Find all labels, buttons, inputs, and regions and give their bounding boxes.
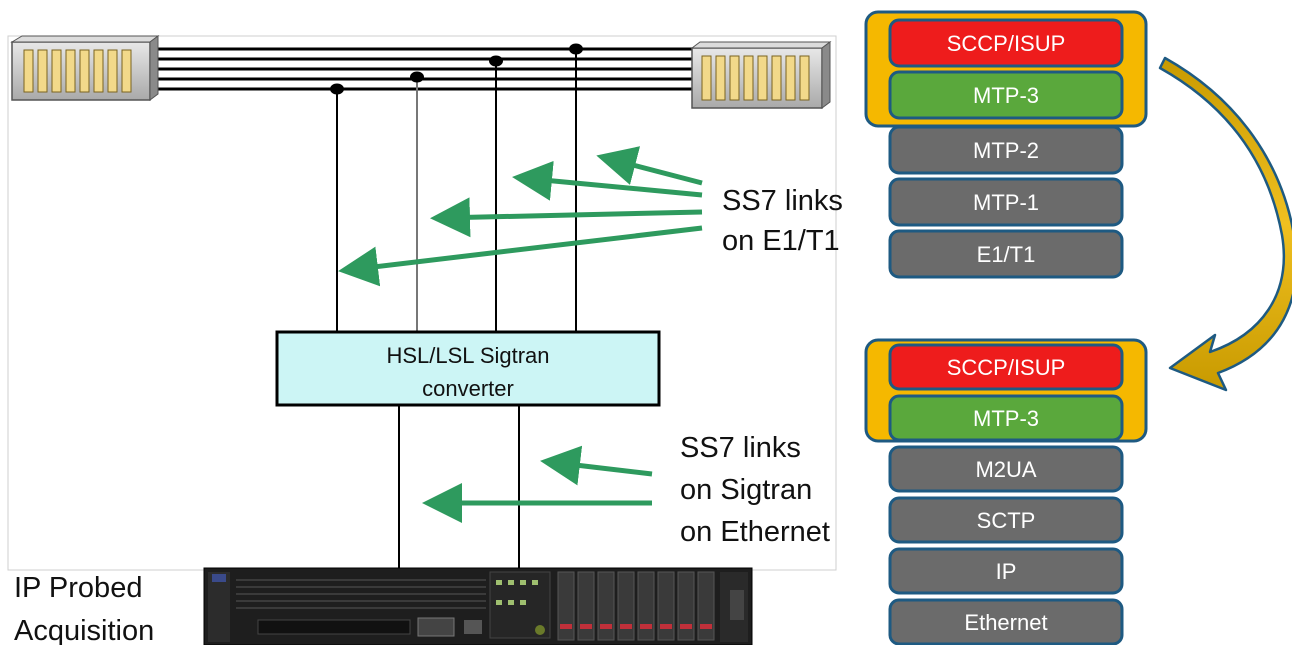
layer-label: M2UA xyxy=(975,457,1036,482)
label-ss7-sigtran: SS7 links on Sigtran on Ethernet xyxy=(680,432,830,548)
converter-line-1: HSL/LSL Sigtran xyxy=(386,343,549,368)
sigtran-converter: HSL/LSL Sigtran converter xyxy=(275,330,661,407)
layer-box xyxy=(888,445,1124,493)
layer-box xyxy=(888,229,1124,279)
layer-box xyxy=(888,496,1124,544)
layer-box xyxy=(888,125,1124,175)
drive-bays xyxy=(557,571,715,641)
layer-box xyxy=(888,343,1124,391)
layer-label: MTP-3 xyxy=(973,406,1039,431)
ss7-trunk-lines xyxy=(150,47,692,91)
migration-curved-arrow xyxy=(1158,56,1292,392)
layer-label: Ethernet xyxy=(964,610,1047,635)
svg-text:on E1/T1: on E1/T1 xyxy=(722,225,840,257)
protocol-stack-sigtran: SCCP/ISUP MTP-3 M2UA SCTP IP Ethernet xyxy=(864,338,1148,645)
svg-text:IP Probed: IP Probed xyxy=(14,572,142,604)
converter-line-2: converter xyxy=(422,376,514,401)
layer-box xyxy=(888,18,1124,68)
svg-text:on Ethernet: on Ethernet xyxy=(680,516,830,548)
diagram-frame xyxy=(7,35,837,571)
e1t1-pointer-arrows xyxy=(338,146,703,287)
tap-points xyxy=(330,43,583,95)
sigtran-pointer-arrows xyxy=(422,445,653,523)
layer-label: SCTP xyxy=(977,508,1036,533)
left-switch-icon xyxy=(10,35,160,101)
label-ip-probe: IP Probed Acquisition xyxy=(14,572,154,645)
layer-label: IP xyxy=(996,559,1017,584)
svg-text:SS7 links: SS7 links xyxy=(680,432,801,464)
svg-text:SS7 links: SS7 links xyxy=(722,185,843,217)
layer-box xyxy=(888,598,1124,645)
layer-box xyxy=(888,177,1124,227)
svg-text:on Sigtran: on Sigtran xyxy=(680,474,812,506)
layer-label: SCCP/ISUP xyxy=(947,31,1066,56)
right-switch-icon xyxy=(690,41,832,109)
layer-label: MTP-3 xyxy=(973,83,1039,108)
svg-text:Acquisition: Acquisition xyxy=(14,615,154,645)
layer-label: SCCP/ISUP xyxy=(947,355,1066,380)
layer-box xyxy=(888,70,1124,120)
ethernet-lines xyxy=(398,405,520,568)
layer-label: MTP-1 xyxy=(973,190,1039,215)
label-ss7-e1t1: SS7 links on E1/T1 xyxy=(722,185,843,257)
layer-label: MTP-2 xyxy=(973,138,1039,163)
protocol-stack-e1t1: SCCP/ISUP MTP-3 MTP-2 MTP-1 E1/T1 xyxy=(864,10,1148,279)
probe-server-icon xyxy=(203,567,753,645)
layer-label: E1/T1 xyxy=(977,242,1036,267)
layer-box xyxy=(888,394,1124,442)
layer-box xyxy=(888,547,1124,595)
tap-lines xyxy=(336,49,577,332)
